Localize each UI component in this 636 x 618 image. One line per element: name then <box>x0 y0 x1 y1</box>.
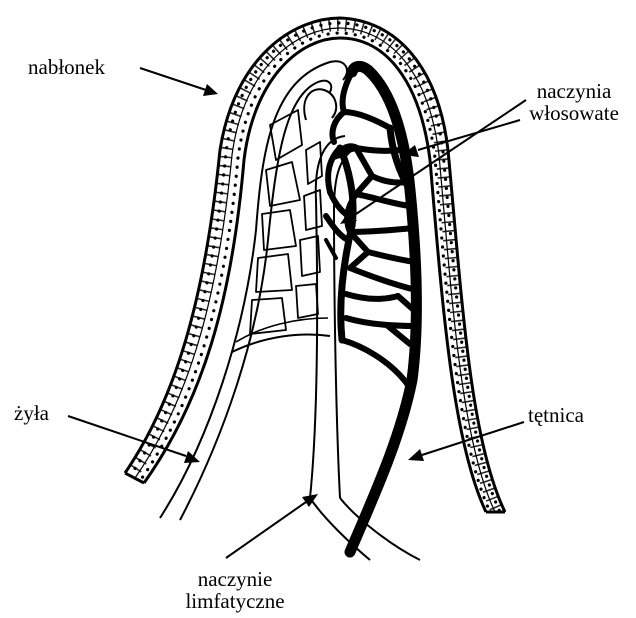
label-lymphatic-vessel: naczynie limfatyczne <box>160 568 310 612</box>
epithelium-left-cap <box>125 473 144 483</box>
label-artery: tętnica <box>528 404 584 426</box>
label-capillaries-line1: naczynia <box>520 80 628 102</box>
arrow-vein-line <box>68 416 186 456</box>
capillary-branch <box>356 148 400 151</box>
capillary-branch <box>344 112 390 128</box>
vein-apex-loop <box>304 89 336 120</box>
arrow-vein-head <box>184 451 200 463</box>
label-vein: żyła <box>14 402 49 424</box>
artery-root-branch <box>342 340 408 385</box>
mesh-cell <box>304 190 322 230</box>
capillary-branch <box>346 294 398 299</box>
label-lymph-line1: naczynie <box>160 568 310 590</box>
capillary-branch <box>350 268 416 290</box>
arrow-artery-head <box>408 449 424 461</box>
arrow-lymph-line <box>226 502 306 558</box>
label-capillaries: naczynia włosowate <box>520 80 628 124</box>
capillary-branch <box>368 252 415 262</box>
arrow-epithelium-head <box>203 84 218 96</box>
mesh-cell <box>266 162 300 206</box>
arrow-artery-line <box>422 422 524 455</box>
label-capillaries-line2: włosowate <box>520 102 628 124</box>
artery-trunk <box>350 66 416 552</box>
mesh-cell <box>296 284 318 318</box>
arrow-epithelium-line <box>140 68 206 90</box>
capillary-branch <box>346 318 416 326</box>
capillary-branch <box>350 232 368 268</box>
artery-left-trunk <box>340 148 353 340</box>
vein-outer-wall <box>160 61 347 518</box>
capillary-branch <box>350 228 414 232</box>
label-lymph-line2: limfatyczne <box>160 590 310 612</box>
capillary-branch <box>356 148 372 194</box>
label-epithelium: nabłonek <box>28 56 105 78</box>
capillary-mesh-left <box>250 110 322 334</box>
artery <box>340 66 416 552</box>
